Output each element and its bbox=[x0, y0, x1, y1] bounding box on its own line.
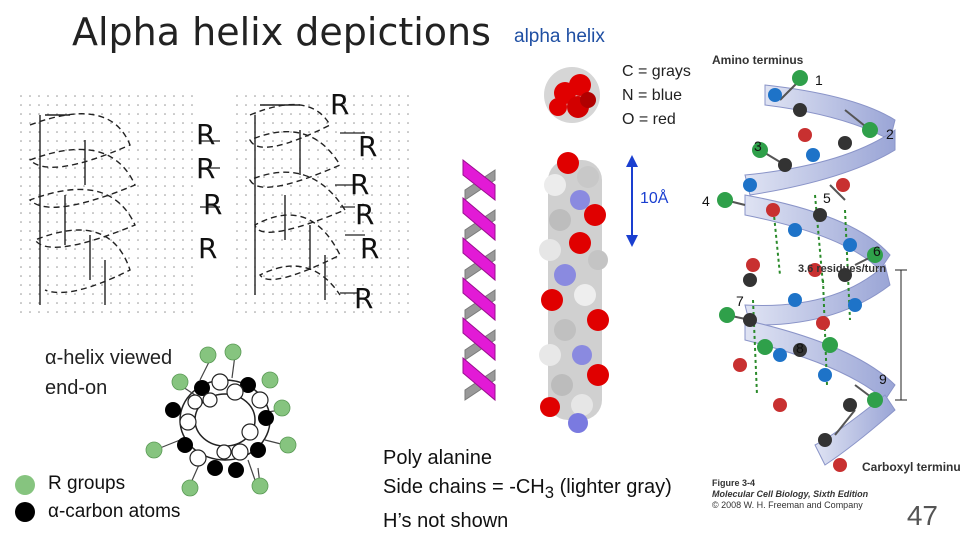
r-group-label: R bbox=[198, 232, 218, 265]
nitrogen-key: N = blue bbox=[622, 87, 683, 104]
alpha-carbon-swatch bbox=[15, 502, 35, 522]
r-group-label: R bbox=[196, 118, 216, 151]
residue-number: 7 bbox=[736, 293, 744, 309]
helix-end-on-model bbox=[145, 343, 297, 497]
r-group-label: R bbox=[354, 282, 374, 315]
figure-credit-book: Molecular Cell Biology, Sixth Edition bbox=[712, 489, 869, 499]
residue-number: 4 bbox=[702, 193, 710, 209]
ribbon-backbone-figure bbox=[717, 70, 907, 472]
legend-alpha-carbons: α-carbon atoms bbox=[48, 501, 181, 522]
figure-credit-title: Figure 3-4 bbox=[712, 478, 756, 488]
polyalanine-caption: Poly alanine Side chains = -CH3 (lighter… bbox=[383, 447, 672, 532]
alpha-helix-subtitle: alpha helix bbox=[514, 26, 605, 47]
atom-color-key: C = grays N = blue O = red bbox=[622, 60, 691, 132]
r-group-label: R bbox=[360, 232, 380, 265]
endon-label: α-helix viewed end-on bbox=[45, 347, 173, 399]
legend-r-groups: R groups bbox=[48, 473, 126, 494]
residue-number: 8 bbox=[796, 340, 804, 356]
space-filling-model bbox=[539, 67, 609, 433]
page-title: Alpha helix depictions bbox=[72, 10, 491, 54]
scale-label: 10Å bbox=[640, 190, 669, 207]
r-group-label: R bbox=[350, 168, 370, 201]
residue-number: 2 bbox=[886, 126, 894, 142]
r-group-label: R bbox=[203, 188, 223, 221]
residue-number: 3 bbox=[754, 138, 762, 154]
residues-per-turn-label: 3.6 residues/turn bbox=[798, 263, 887, 275]
residue-number: 6 bbox=[873, 243, 881, 259]
figure-credit-copyright: © 2008 W. H. Freeman and Company bbox=[712, 500, 863, 510]
oxygen-key: O = red bbox=[622, 111, 676, 128]
page-number: 47 bbox=[906, 500, 938, 531]
carboxyl-terminus-label: Carboxyl terminus bbox=[862, 460, 960, 474]
line-helix-drawing bbox=[15, 90, 415, 315]
residue-number: 5 bbox=[823, 190, 831, 206]
ribbon-helix bbox=[462, 158, 496, 402]
r-group-label: R bbox=[330, 88, 350, 121]
amino-terminus-label: Amino terminus bbox=[712, 53, 804, 67]
legend-swatches bbox=[15, 475, 35, 522]
r-group-label: R bbox=[358, 130, 378, 163]
scale-arrow bbox=[626, 155, 638, 247]
residue-number: 9 bbox=[879, 371, 887, 387]
r-group-label: R bbox=[355, 198, 375, 231]
r-group-swatch bbox=[15, 475, 35, 495]
residue-number: 1 bbox=[815, 72, 823, 88]
carbon-key: C = grays bbox=[622, 63, 691, 80]
r-group-label: R bbox=[196, 152, 216, 185]
